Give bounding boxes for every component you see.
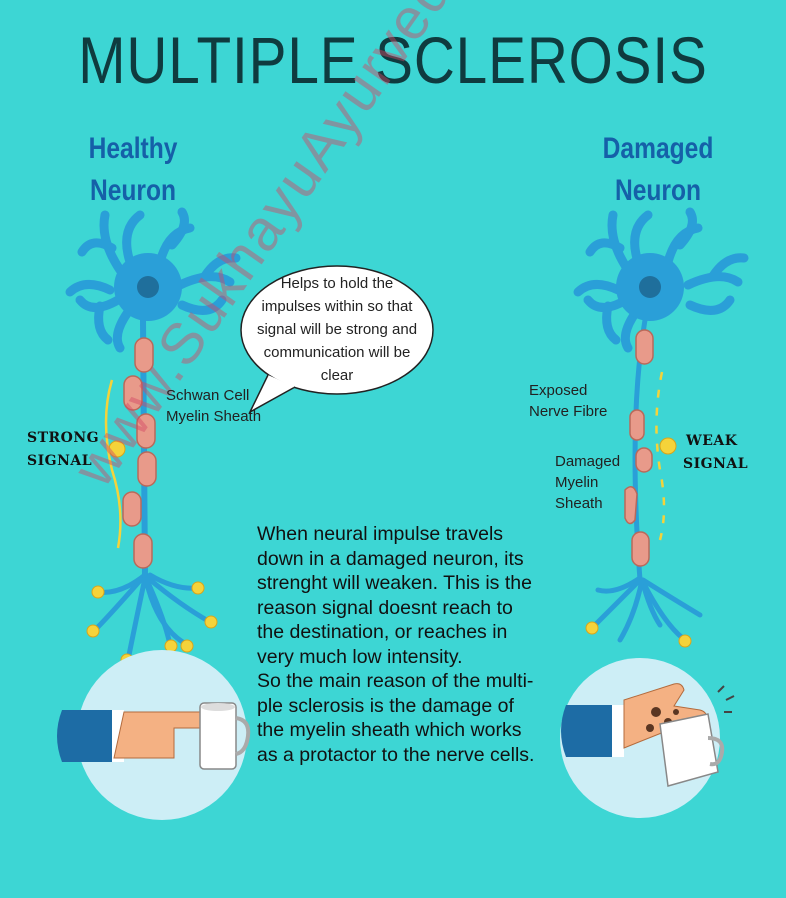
damaged-neuron-nucleus [639,276,661,298]
healthy-signal-dots [86,440,218,667]
healthy-neuron-nucleus [137,276,159,298]
schwan-cell-label: Schwan Cell Myelin Sheath [166,385,261,427]
strong-signal-line2: SIGNAL [27,453,93,469]
explanation-line: as a protactor to the nerve cells. [257,743,535,766]
bubble-line: communication will be [263,344,411,361]
schwan-label-line2: Myelin Sheath [166,408,262,425]
bubble-line: clear [320,367,354,384]
healthy-signal-line [104,379,122,549]
healthy-neuron-heading: Healthy Neuron [72,128,195,212]
damaged-axon-terminals [589,575,703,643]
explanation-line: the destination, or reaches in [257,621,508,643]
damaged-myelin-sheath-label: Damaged Myelin Sheath [555,451,620,514]
damaged-heading-line1: Damaged [602,132,714,165]
explanation-line: When neural impulse travels [257,523,504,545]
explanation-line: reason signal doesnt reach to [257,596,513,619]
damaged-label-line1: Damaged [555,453,621,470]
damaged-signal-dots [585,437,692,648]
damaged-signal-line [655,371,666,541]
explanation-line: very much low intensity. [257,645,463,668]
damaged-heading-line2: Neuron [614,174,702,207]
healthy-heading-line1: Healthy [88,132,178,165]
healthy-heading-line2: Neuron [89,174,177,207]
weak-signal-line1: WEAK [686,433,738,449]
speech-bubble-text: Helps to hold the impulses within so tha… [248,272,426,387]
damaged-label-line3: Sheath [555,495,603,512]
healthy-myelin-sheath [122,337,157,569]
weak-signal-line2: SIGNAL [683,456,749,472]
exposed-label-line2: Nerve Fibre [529,403,608,420]
damaged-hand-scene [560,658,735,818]
exposed-label-line1: Exposed [529,382,588,399]
explanation-line: strenght will weaken. This is the [257,572,532,594]
bubble-line: Helps to hold the [280,275,394,292]
damaged-neuron-heading: Damaged Neuron [597,128,720,212]
damaged-myelin-sheath [624,329,654,567]
explanation-line: down in a damaged neuron, its [257,547,524,570]
speech-bubble [240,265,434,414]
healthy-hand-scene [57,650,251,820]
explanation-line: the myelin sheath which works [257,719,522,741]
exposed-nerve-fibre-label: Exposed Nerve Fibre [529,380,607,422]
damaged-label-line2: Myelin [555,474,599,491]
explanation-line: ple sclerosis is the damage of [257,694,514,717]
schwan-label-line1: Schwan Cell [166,387,250,404]
bubble-line: signal will be strong and [256,321,418,338]
bubble-line: impulses within so that [261,298,413,315]
strong-signal-label: STRONG SIGNAL [27,427,99,473]
page-title: MULTIPLE SCLEROSIS [78,23,708,97]
explanation-paragraph: When neural impulse travels down in a da… [257,522,537,767]
explanation-line: So the main reason of the multi- [257,670,534,692]
strong-signal-line1: STRONG [27,430,100,446]
weak-signal-label: WEAK SIGNAL [683,430,748,476]
